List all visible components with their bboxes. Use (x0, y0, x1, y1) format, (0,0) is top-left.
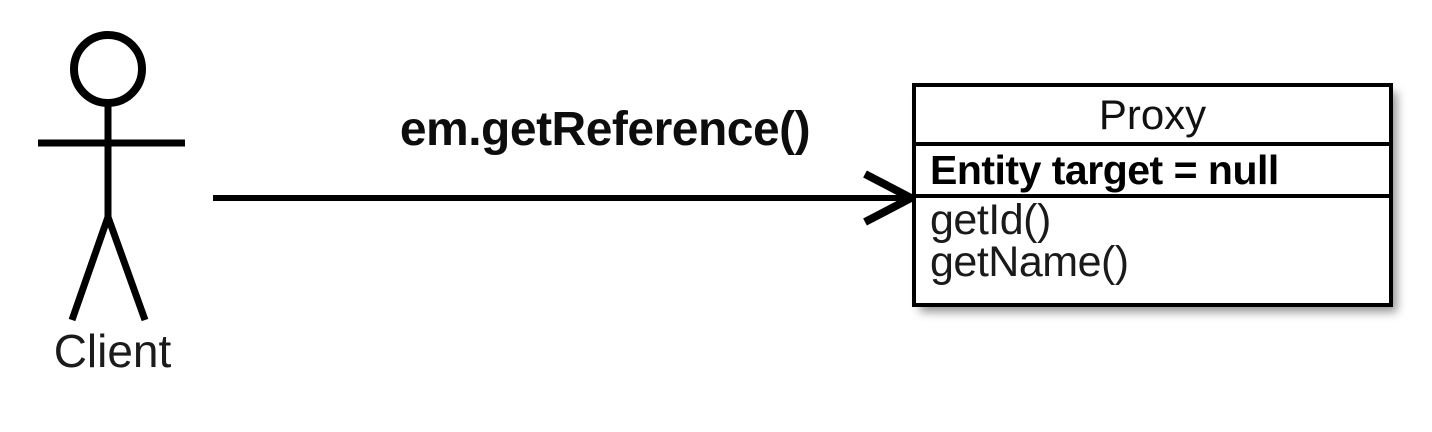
arrow-head-icon (863, 170, 920, 226)
class-title-compartment: Proxy (916, 87, 1389, 146)
actor-head-icon (70, 31, 146, 107)
class-method-row: getName() (930, 237, 1129, 286)
actor-client[interactable] (14, 18, 224, 338)
class-attributes-compartment: Entity target = null (916, 146, 1389, 198)
class-methods-compartment: getId() getName() (916, 198, 1389, 303)
actor-left-leg-line (68, 215, 112, 322)
class-attribute-row: Entity target = null (930, 146, 1279, 193)
class-title: Proxy (1098, 90, 1207, 138)
message-label: em.getReference() (399, 103, 811, 156)
actor-label: Client (53, 325, 172, 377)
actor-right-leg-line (104, 215, 149, 322)
message-arrow (205, 168, 930, 228)
class-method-row: getId() (930, 198, 1051, 244)
class-box-proxy[interactable]: Proxy Entity target = null getId() getNa… (912, 83, 1393, 307)
